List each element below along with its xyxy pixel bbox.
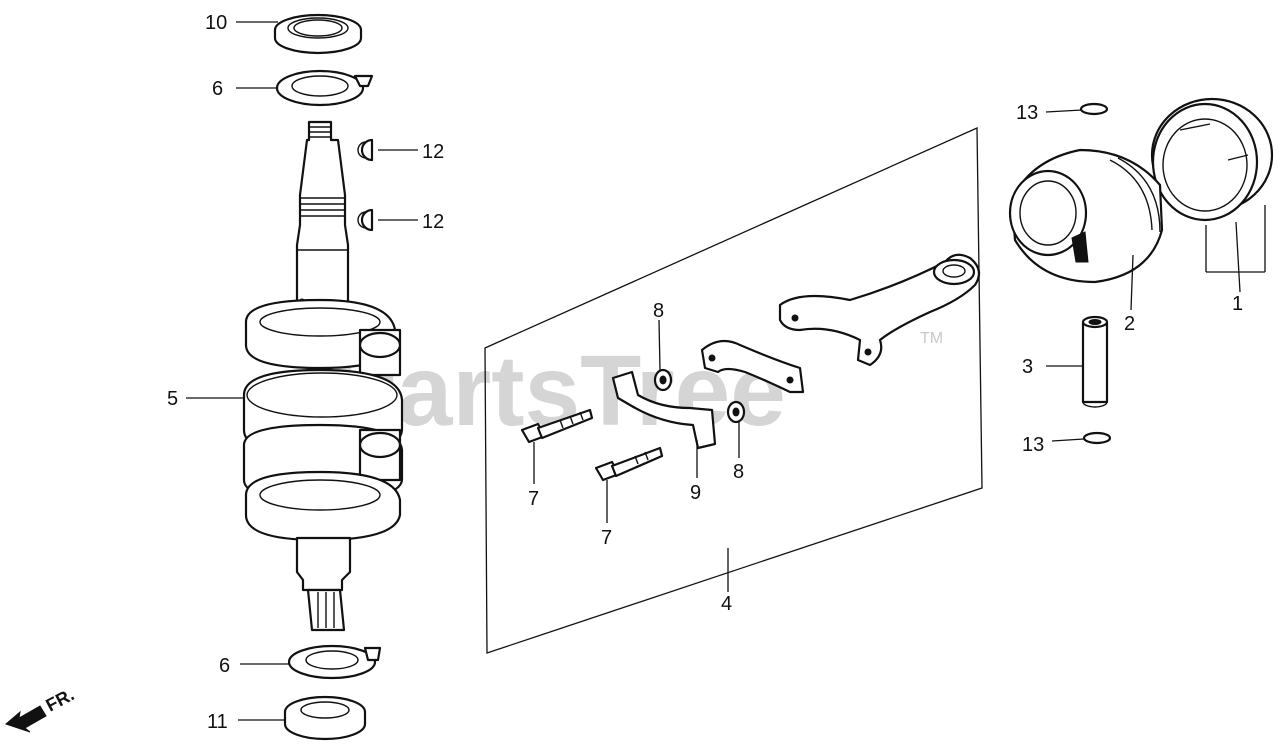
thrust-washer-top-part <box>275 69 374 107</box>
callout-3: 3 <box>1022 356 1033 378</box>
piston-pin-clip-lower-part <box>1082 431 1112 445</box>
callout-9: 9 <box>690 482 701 504</box>
piston-part <box>1008 148 1164 284</box>
piston-pin-part <box>1081 315 1109 408</box>
watermark-trademark: TM <box>920 330 943 347</box>
piston-pin-clip-upper-part <box>1079 102 1109 116</box>
callout-1: 1 <box>1232 293 1243 315</box>
washer-8-lower-part <box>726 400 746 424</box>
lock-plate-part <box>611 370 717 450</box>
bolt-lower-part <box>594 446 664 482</box>
woodruff-key-lower-part <box>357 208 374 232</box>
bolt-upper-part <box>520 408 594 444</box>
callout-4: 4 <box>721 593 732 615</box>
callout-7-left: 7 <box>528 488 539 510</box>
callout-12-upper: 12 <box>422 141 444 163</box>
front-direction-arrow-icon <box>5 705 47 733</box>
callout-6-top: 6 <box>212 78 223 100</box>
callout-13-upper: 13 <box>1016 102 1038 124</box>
washer-8-upper-part <box>653 368 673 392</box>
callout-12-lower: 12 <box>422 211 444 233</box>
callout-6-bottom: 6 <box>219 655 230 677</box>
oil-seal-bottom-part <box>283 695 367 741</box>
thrust-washer-bottom-part <box>287 644 382 680</box>
callout-2: 2 <box>1124 313 1135 335</box>
rod-cap-part <box>700 339 805 394</box>
callout-13-lower: 13 <box>1022 434 1044 456</box>
crankshaft-part <box>242 120 404 632</box>
leader-lines <box>186 21 1241 721</box>
front-direction-label: FR. <box>42 684 77 715</box>
connecting-rod-assembly-outline <box>484 127 983 654</box>
woodruff-key-upper-part <box>357 138 374 162</box>
callout-7-right: 7 <box>601 527 612 549</box>
callout-8-upper: 8 <box>653 300 664 322</box>
callout-5: 5 <box>167 388 178 410</box>
callout-11: 11 <box>207 711 228 733</box>
connecting-rod-part <box>778 253 981 367</box>
callout-10: 10 <box>205 12 227 34</box>
piston-ring-set-part <box>1150 97 1274 273</box>
oil-seal-top-part <box>273 13 363 55</box>
callout-8-lower: 8 <box>733 461 744 483</box>
